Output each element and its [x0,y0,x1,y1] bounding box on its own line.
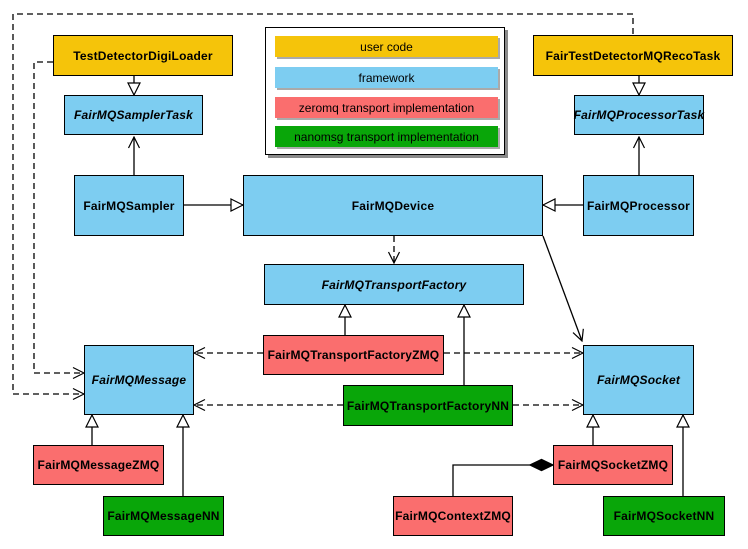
class-box-fairmqcontextzmq: FairMQContextZMQ [393,496,513,536]
class-box-fairmqmessagezmq: FairMQMessageZMQ [33,445,164,485]
class-box-fairmqtransportfactorynn: FairMQTransportFactoryNN [343,385,513,426]
legend-item-nanomsg: nanomsg transport implementation [275,126,498,147]
class-label: FairMQContextZMQ [395,509,511,523]
class-box-fairmqtransportfactory: FairMQTransportFactory [264,264,524,305]
class-box-fairmqmessage: FairMQMessage [84,345,194,415]
class-label: FairTestDetectorMQRecoTask [545,48,721,63]
legend-item-zeromq: zeromq transport implementation [275,97,498,118]
class-box-fairmqsocketnn: FairMQSocketNN [603,496,725,536]
legend-label: framework [358,70,415,85]
legend-label: zeromq transport implementation [298,100,475,115]
legend: user code framework zeromq transport imp… [265,27,505,155]
class-label: FairMQSocketZMQ [557,458,669,472]
class-box-fairmqsamplertask: FairMQSamplerTask [64,95,203,135]
legend-label: nanomsg transport implementation [294,129,479,144]
class-label: FairMQProcessorTask [573,108,705,122]
class-label: FairMQMessage [91,373,187,387]
class-label: FairMQSampler [83,198,175,213]
class-box-fairmqprocessor: FairMQProcessor [583,175,694,236]
class-box-fairmqsocketzmq: FairMQSocketZMQ [553,445,673,485]
class-label: TestDetectorDigiLoader [73,48,213,63]
class-label: FairMQProcessor [586,198,691,213]
class-box-fairmqdevice: FairMQDevice [243,175,543,236]
class-box-testdetectordigiloader: TestDetectorDigiLoader [53,35,233,76]
class-box-fairtestdetectormqrecotask: FairTestDetectorMQRecoTask [533,35,733,76]
class-label: FairMQTransportFactoryNN [346,398,510,413]
edge-digiloader-message-dependency [33,61,84,373]
class-label: FairMQMessageNN [107,509,220,523]
class-label: FairMQMessageZMQ [37,458,160,472]
edge-recotask-message-dependency [12,13,634,394]
edge-contextzmq-socketzmq-composition [452,464,530,496]
class-box-fairmqprocessortask: FairMQProcessorTask [574,95,704,135]
class-label: FairMQTransportFactory [321,277,467,292]
class-label: FairMQSocket [596,373,681,387]
class-label: FairMQTransportFactoryZMQ [267,348,440,362]
legend-item-framework: framework [275,67,498,88]
edge-device-socket-association [542,235,582,341]
legend-label: user code [360,39,413,54]
class-label: FairMQDevice [351,198,435,213]
legend-item-user-code: user code [275,36,498,57]
class-box-fairmqsampler: FairMQSampler [74,175,184,236]
class-label: FairMQSocketNN [613,509,715,523]
composition-diamond-icon [528,458,555,472]
class-box-fairmqsocket: FairMQSocket [583,345,694,415]
class-box-fairmqmessagenn: FairMQMessageNN [103,496,224,536]
class-label: FairMQSamplerTask [74,108,193,122]
class-box-fairmqtransportfactoryzmq: FairMQTransportFactoryZMQ [263,335,444,375]
